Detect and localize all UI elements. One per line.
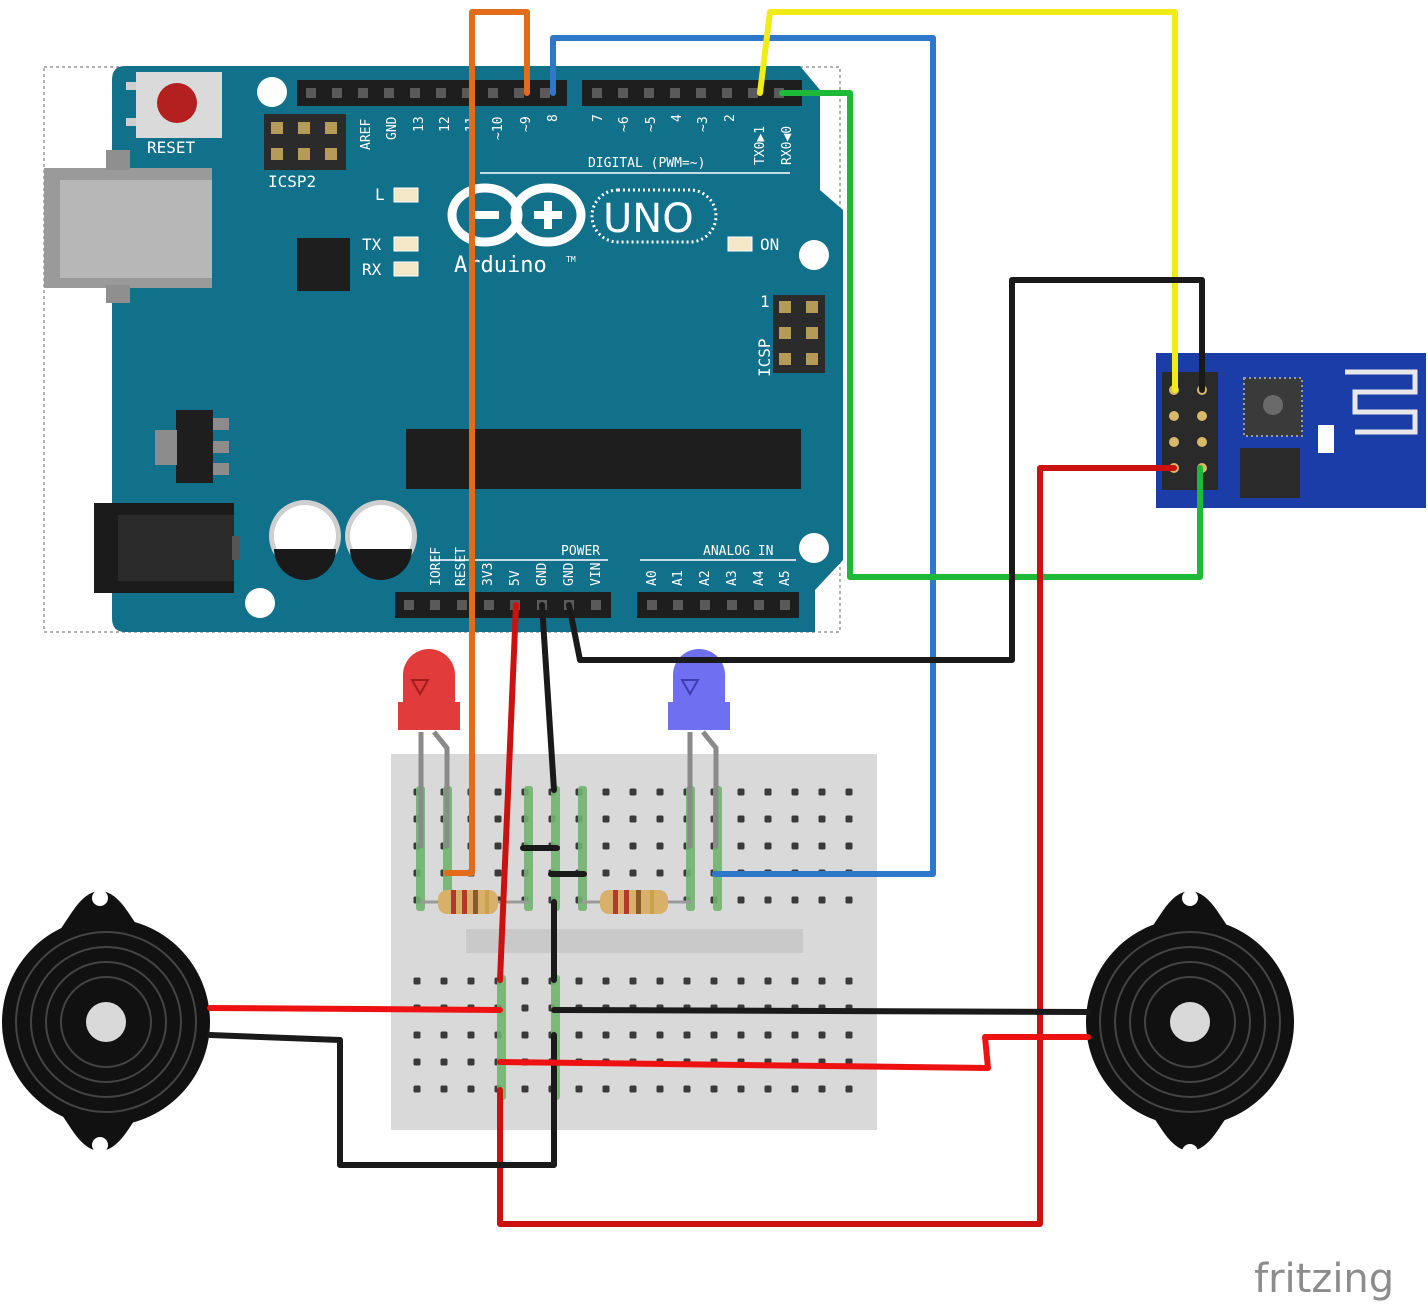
board-brand: Arduino bbox=[454, 253, 547, 278]
pin-label-2: 2 bbox=[723, 114, 738, 122]
pin-label-8: 8 bbox=[546, 114, 561, 122]
pin-label-5: ~5 bbox=[644, 116, 659, 132]
wires bbox=[207, 9, 1205, 1227]
power-pin-gnd: GND bbox=[562, 562, 577, 586]
wire-black-right-buzzer bbox=[551, 1007, 1091, 1015]
arduino-logo-icon: UNO Arduino TM bbox=[447, 183, 718, 278]
power-pin-ioref: IOREF bbox=[429, 547, 444, 586]
wire-black-esp bbox=[566, 277, 1205, 663]
power-pin-reset: RESET bbox=[454, 547, 469, 586]
status-leds: L TX RX ON bbox=[362, 185, 779, 279]
analog-pin-a3: A3 bbox=[725, 570, 740, 586]
buzzer-left-icon bbox=[2, 890, 210, 1153]
led-label-on: ON bbox=[760, 235, 779, 254]
pin-label-4: 4 bbox=[670, 114, 685, 122]
dc-barrel-jack-icon bbox=[94, 503, 240, 593]
pin-label-9: ~9 bbox=[519, 116, 534, 132]
resistor-icon bbox=[420, 890, 530, 914]
wire-black-gnd bbox=[539, 602, 557, 793]
analog-pin-a4: A4 bbox=[752, 570, 767, 586]
icsp-label: ICSP bbox=[755, 338, 774, 377]
pin-label-rx: RX0◀0 bbox=[780, 126, 795, 165]
pin-label-7: 7 bbox=[591, 114, 606, 122]
led-blue-icon bbox=[668, 649, 730, 848]
pin-label-tx: TX0▶1 bbox=[753, 126, 768, 165]
power-header-label: POWER bbox=[561, 544, 600, 559]
digital-header: AREF GND 13 12 ~11 ~10 ~9 8 7 ~6 ~5 4 ~3… bbox=[297, 80, 802, 174]
power-pin-3v3: 3V3 bbox=[481, 563, 496, 586]
usb-chip bbox=[297, 238, 350, 291]
pin-label-13: 13 bbox=[412, 116, 427, 132]
wire-green bbox=[779, 90, 1203, 580]
analog-pin-a5: A5 bbox=[778, 570, 793, 586]
wire-blue bbox=[550, 35, 936, 877]
led-label-tx: TX bbox=[362, 235, 382, 254]
voltage-regulator-icon bbox=[155, 410, 229, 483]
atmega-chip bbox=[406, 429, 801, 489]
wire-red-esp bbox=[497, 465, 1177, 1227]
wire-red-right-buzzer bbox=[497, 1034, 1091, 1071]
pin-label-10: ~10 bbox=[491, 117, 506, 140]
fritzing-watermark: fritzing bbox=[1254, 1256, 1394, 1302]
pin-label-12: 12 bbox=[438, 116, 453, 132]
pin-label-6: ~6 bbox=[617, 116, 632, 132]
analog-pin-a2: A2 bbox=[698, 570, 713, 586]
buzzer-right-icon bbox=[1086, 890, 1294, 1160]
reset-label: RESET bbox=[147, 138, 196, 157]
analog-pin-a0: A0 bbox=[645, 570, 660, 586]
analog-header: ANALOG IN A0 A1 A2 A3 A4 A5 bbox=[637, 544, 799, 618]
power-pin-vin: VIN bbox=[589, 563, 604, 586]
digital-header-label: DIGITAL (PWM=~) bbox=[588, 156, 705, 171]
led-label-l: L bbox=[375, 185, 385, 204]
esp01-wifi-module bbox=[1156, 353, 1426, 508]
breadboard bbox=[391, 754, 877, 1130]
wire-red-5v bbox=[497, 602, 519, 983]
icsp-header: 1 ICSP bbox=[755, 292, 825, 377]
reset-button: RESET bbox=[126, 72, 222, 157]
analog-pin-a1: A1 bbox=[671, 570, 686, 586]
arduino-uno-board: RESET ICSP2 AREF GND 13 12 ~11 bbox=[43, 66, 843, 633]
wire-black-left-buzzer bbox=[207, 1032, 557, 1168]
usb-jack-icon bbox=[44, 150, 212, 303]
capacitor-icon bbox=[345, 500, 417, 580]
pin-label-aref: AREF bbox=[359, 119, 374, 150]
board-model: UNO bbox=[603, 196, 694, 242]
wire-yellow bbox=[757, 9, 1178, 393]
icsp2-label: ICSP2 bbox=[268, 172, 316, 191]
capacitor-icon bbox=[269, 500, 341, 580]
pin-label-gnd: GND bbox=[385, 116, 400, 140]
analog-header-label: ANALOG IN bbox=[703, 544, 773, 559]
resistor-icon bbox=[582, 890, 692, 914]
pin-label-3: ~3 bbox=[696, 116, 711, 132]
wire-red-left-buzzer bbox=[207, 1005, 503, 1013]
board-brand-tm: TM bbox=[566, 255, 576, 264]
led-red-icon bbox=[398, 649, 460, 848]
wire-orange bbox=[444, 9, 530, 876]
icsp2-header: ICSP2 bbox=[264, 114, 346, 191]
power-pin-5v: 5V bbox=[508, 570, 523, 586]
led-label-rx: RX bbox=[362, 260, 382, 279]
icsp-pin1-label: 1 bbox=[760, 292, 770, 311]
digital-pin-labels: AREF GND 13 12 ~11 ~10 ~9 8 7 ~6 ~5 4 ~3… bbox=[359, 114, 795, 165]
power-pin-gnd: GND bbox=[535, 562, 550, 586]
